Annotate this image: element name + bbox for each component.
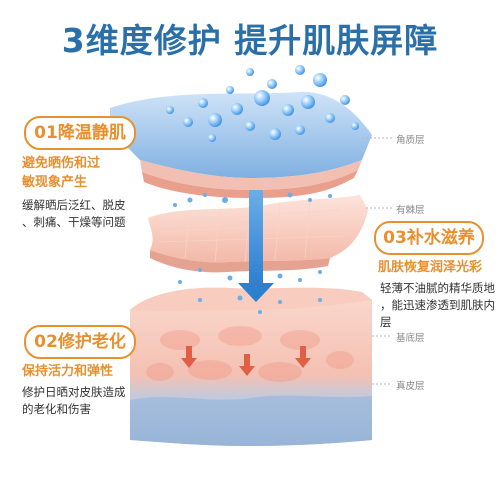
feature-antiaging-sub: 保持活力和弹性 <box>22 362 113 381</box>
feature-antiaging-desc-line: 的老化和伤害 <box>22 402 91 416</box>
feature-cooling-sub: 避免晒伤和过 敏现象产生 <box>22 154 100 192</box>
penetration-arrow <box>238 190 274 302</box>
feature-hydration-label: 03补水滋养 <box>374 221 484 255</box>
feature-hydration-desc: 轻薄不油腻的精华质地 ，能迅速渗透到肌肤内 层 <box>380 280 495 331</box>
feature-cooling-desc-line: 缓解晒后泛红、脱皮 <box>22 198 126 212</box>
layer-label-basal: 基底层 <box>396 333 425 344</box>
feature-hydration-desc-line: 层 <box>380 315 392 329</box>
layer-guides <box>362 137 392 385</box>
feature-antiaging-sub-line: 保持活力和弹性 <box>22 364 114 379</box>
feature-hydration-desc-line: 轻薄不油腻的精华质地 <box>380 281 495 295</box>
stratum-corneum-layer <box>110 91 372 198</box>
feature-cooling-desc: 缓解晒后泛红、脱皮 、刺痛、干燥等问题 <box>22 197 126 231</box>
feature-hydration-sub-line: 肌肤恢复润泽光彩 <box>378 260 483 275</box>
feature-cooling-label: 01降温静肌 <box>24 116 136 150</box>
feature-cooling-sub-line: 避免晒伤和过 <box>22 156 101 171</box>
feature-antiaging-label: 02修护老化 <box>24 325 136 359</box>
layer-label-stratum-corneum: 角质层 <box>396 135 425 146</box>
page-title: 3维度修护 提升肌肤屏障 <box>61 21 439 60</box>
feature-cooling-sub-line: 敏现象产生 <box>22 175 88 190</box>
feature-antiaging-desc-line: 修护日晒对皮肤造成 <box>22 385 126 399</box>
layer-label-dermis: 真皮层 <box>396 381 425 392</box>
feature-hydration-desc-line: ，能迅速渗透到肌肤内 <box>380 298 495 312</box>
feature-cooling-desc-line: 、刺痛、干燥等问题 <box>22 215 126 229</box>
water-droplets <box>166 65 359 142</box>
falling-dots <box>173 192 332 294</box>
layer-label-spinous: 有棘层 <box>396 205 425 216</box>
skin-block <box>130 287 372 446</box>
feature-antiaging-desc: 修护日晒对皮肤造成 的老化和伤害 <box>22 384 126 418</box>
feature-hydration-sub: 肌肤恢复润泽光彩 <box>378 258 482 277</box>
